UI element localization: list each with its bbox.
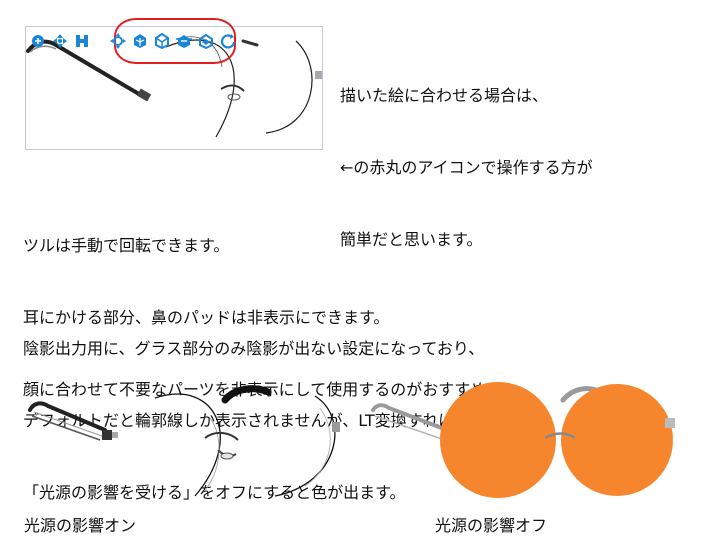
glasses-light-off-image: [371, 382, 675, 498]
toolbar-spacer: [95, 32, 105, 50]
caption-light-on: 光源の影響オン: [24, 516, 137, 535]
note-line: 簡単だと思います。: [340, 230, 483, 249]
camera-toolbar: [29, 28, 259, 54]
note-line: ←の赤丸のアイコンで操作する方が: [340, 158, 593, 177]
move-camera-icon[interactable]: [29, 32, 47, 50]
note-line: 陰影出力用に、グラス部分のみ陰影が出ない設定になっており、: [23, 339, 485, 358]
extra-dark-icon: [241, 32, 259, 50]
note-line: 「光源の影響を受ける」をオフにすると色が出ます。: [23, 483, 406, 502]
right-lens: [561, 384, 673, 496]
paragraph-shading: 陰影出力用に、グラス部分のみ陰影が出ない設定になっており、 デフォルトだと輪郭線…: [23, 289, 517, 529]
rotate-object-icon[interactable]: [131, 32, 149, 50]
note-line: 描いた絵に合わせる場合は、: [340, 86, 549, 105]
reset-view-icon[interactable]: [153, 32, 171, 50]
front-view-icon[interactable]: [175, 32, 193, 50]
top-view-icon[interactable]: [197, 32, 215, 50]
caption-light-off: 光源の影響オフ: [435, 516, 548, 535]
scale-icon[interactable]: [219, 32, 237, 50]
left-lens: [440, 382, 556, 498]
zoom-camera-icon[interactable]: [73, 32, 91, 50]
note-line: デフォルトだと輪郭線しか表示されませんが、LT変換すれば出ます。: [23, 411, 518, 430]
note-line: 耳にかける部分、鼻のパッドは非表示にできます。: [23, 308, 390, 327]
3d-viewport[interactable]: [25, 26, 323, 150]
pan-camera-icon[interactable]: [51, 32, 69, 50]
note-top-right: 描いた絵に合わせる場合は、 ←の赤丸のアイコンで操作する方が 簡単だと思います。: [340, 36, 593, 276]
move-object-icon[interactable]: [109, 32, 127, 50]
note-line: ツルは手動で回転できます。: [23, 236, 230, 255]
glasses-light-on-image: [28, 385, 340, 497]
